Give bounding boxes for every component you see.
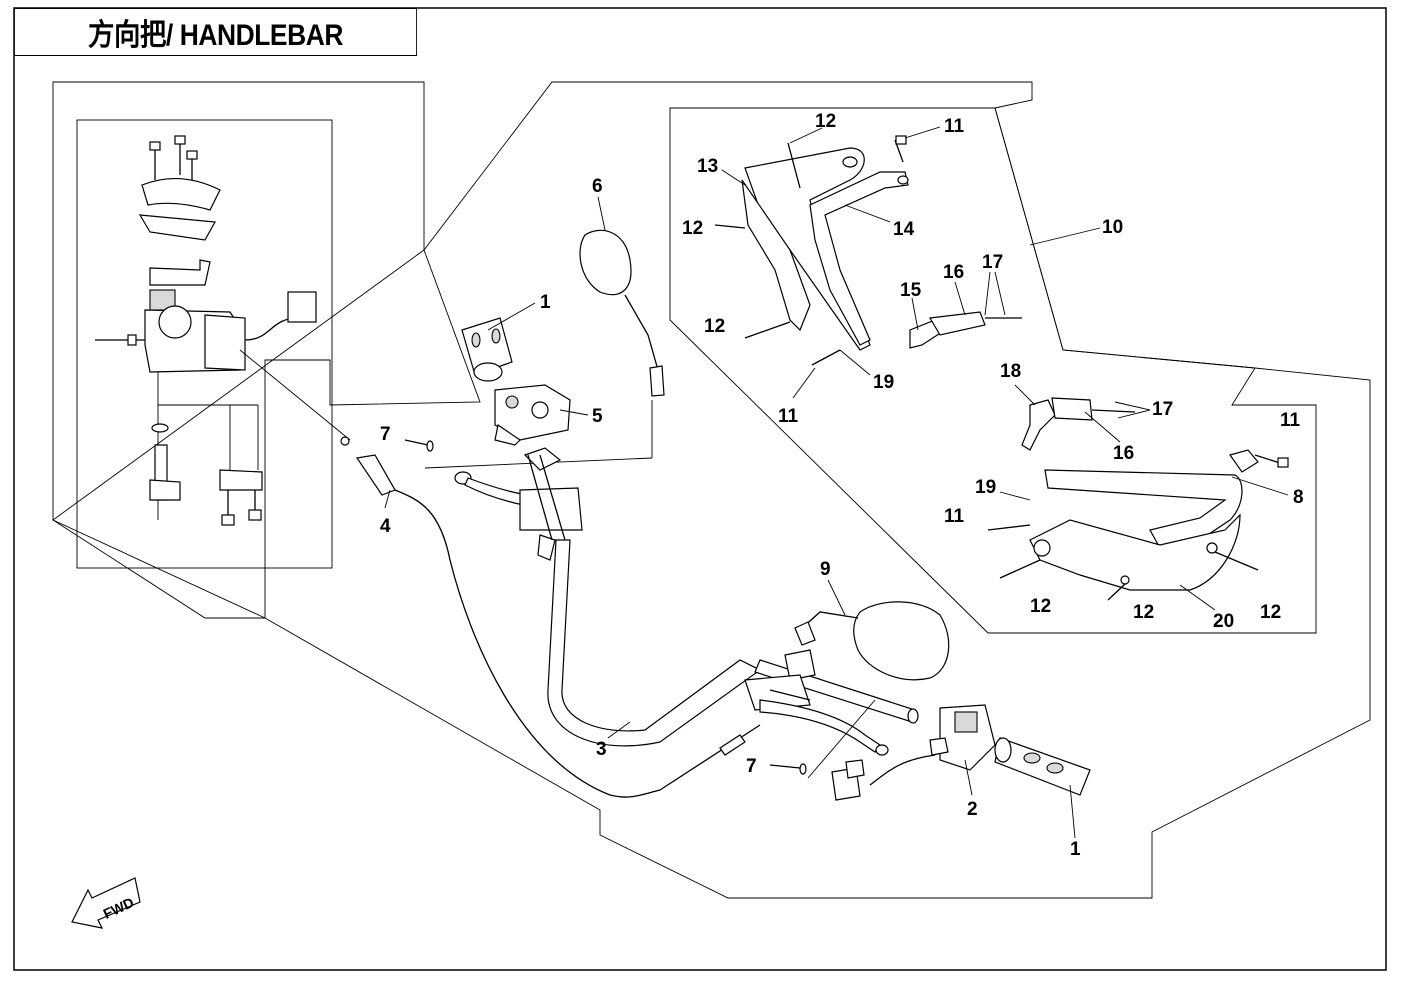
title-text: 方向把/ HANDLEBAR: [88, 19, 343, 52]
left-group-outline: [52, 81, 481, 619]
callout-15: 15: [900, 280, 922, 301]
callout-6: 6: [592, 176, 603, 197]
screw-7-upper: [404, 439, 434, 452]
right-grip: [994, 737, 1091, 796]
right-guard-outline: [669, 107, 1317, 634]
callout-7-lower: 7: [746, 756, 757, 777]
handlebar-tube: [527, 454, 919, 747]
callout-12-bottom-left: 12: [1030, 596, 1051, 617]
callout-11-top: 11: [944, 116, 965, 137]
callout-18: 18: [1000, 361, 1021, 382]
callout-19-upper: 19: [873, 372, 894, 393]
main-group-outline: [52, 81, 1371, 899]
leader-screw-7-lower: [807, 699, 876, 779]
callout-1-right-grip: 1: [1070, 839, 1081, 860]
lower-hand-guard: [987, 449, 1289, 601]
callout-20: 20: [1213, 611, 1234, 632]
callout-14: 14: [893, 219, 915, 240]
callout-10: 10: [1102, 217, 1123, 238]
callout-16-upper: 16: [943, 262, 964, 283]
callout-8: 8: [1293, 487, 1304, 508]
right-mirror: [794, 601, 950, 681]
callout-11-right: 11: [1280, 410, 1301, 431]
callout-leaders: [384, 126, 1289, 839]
callout-12-top: 12: [815, 111, 836, 132]
callout-12-left-lower: 12: [704, 316, 725, 337]
screw-7-lower: [769, 763, 807, 775]
upper-hand-guard: [714, 135, 909, 366]
callout-11-middle: 11: [778, 406, 799, 427]
ignition-switch-inset: [76, 119, 333, 569]
ignition-switch-parts: [95, 135, 317, 526]
callout-16-lower: 16: [1113, 443, 1134, 464]
callout-12-bottom-right: 12: [1260, 602, 1281, 623]
callout-13: 13: [697, 156, 718, 177]
callout-7-upper: 7: [380, 424, 391, 445]
throttle-cable: [340, 436, 761, 798]
callout-12-bottom-middle: 12: [1133, 602, 1154, 623]
callout-11-lower: 11: [944, 506, 965, 527]
callout-12-left-upper: 12: [682, 218, 703, 239]
callout-3: 3: [596, 739, 607, 760]
right-switch-housing: [831, 704, 996, 801]
lower-clamp: [1021, 397, 1136, 451]
callout-2: 2: [967, 799, 978, 820]
callout-19-lower: 19: [975, 477, 996, 498]
leader-ignition: [239, 349, 351, 441]
callout-4: 4: [380, 516, 391, 537]
right-brake-lever: [744, 649, 889, 756]
callout-17-upper: 17: [982, 252, 1003, 273]
callout-1-left-grip: 1: [540, 292, 551, 313]
left-brake-assembly: [454, 447, 583, 561]
upper-clamp: [909, 311, 1022, 349]
callout-5: 5: [592, 406, 603, 427]
left-grip: [461, 317, 513, 382]
page-frame: [13, 7, 1387, 971]
page-title: 方向把/ HANDLEBAR: [14, 8, 418, 56]
callout-9: 9: [820, 559, 831, 580]
callout-17-lower: 17: [1152, 399, 1173, 420]
callouts: 1 1 2 3 4 5 6 7 7 8 9 10 11 11 11 11 12 …: [380, 111, 1304, 860]
left-switch-housing: [494, 384, 571, 446]
fwd-arrow: [71, 877, 141, 929]
left-mirror: [579, 229, 665, 397]
